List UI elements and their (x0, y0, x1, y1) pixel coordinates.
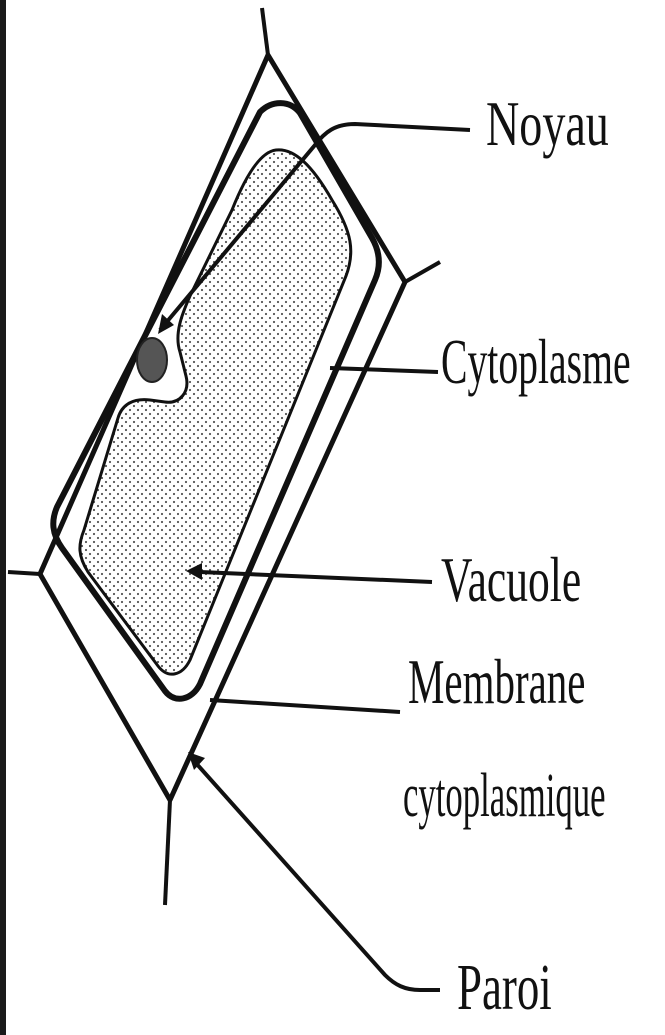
label-cytoplasmique: cytoplasmique (403, 765, 605, 827)
membrane-leader (210, 700, 400, 712)
label-noyau: Noyau (486, 92, 609, 156)
paroi-arrowhead (188, 752, 205, 770)
label-cytoplasme: Cytoplasme (441, 330, 631, 394)
nucleus (137, 338, 167, 382)
vacuole (80, 150, 351, 674)
vacuole-leader (200, 572, 432, 582)
cytoplasme-leader (330, 368, 438, 372)
label-membrane: Membrane (408, 650, 585, 714)
label-paroi: Paroi (457, 955, 552, 1021)
label-vacuole: Vacuole (441, 548, 581, 612)
